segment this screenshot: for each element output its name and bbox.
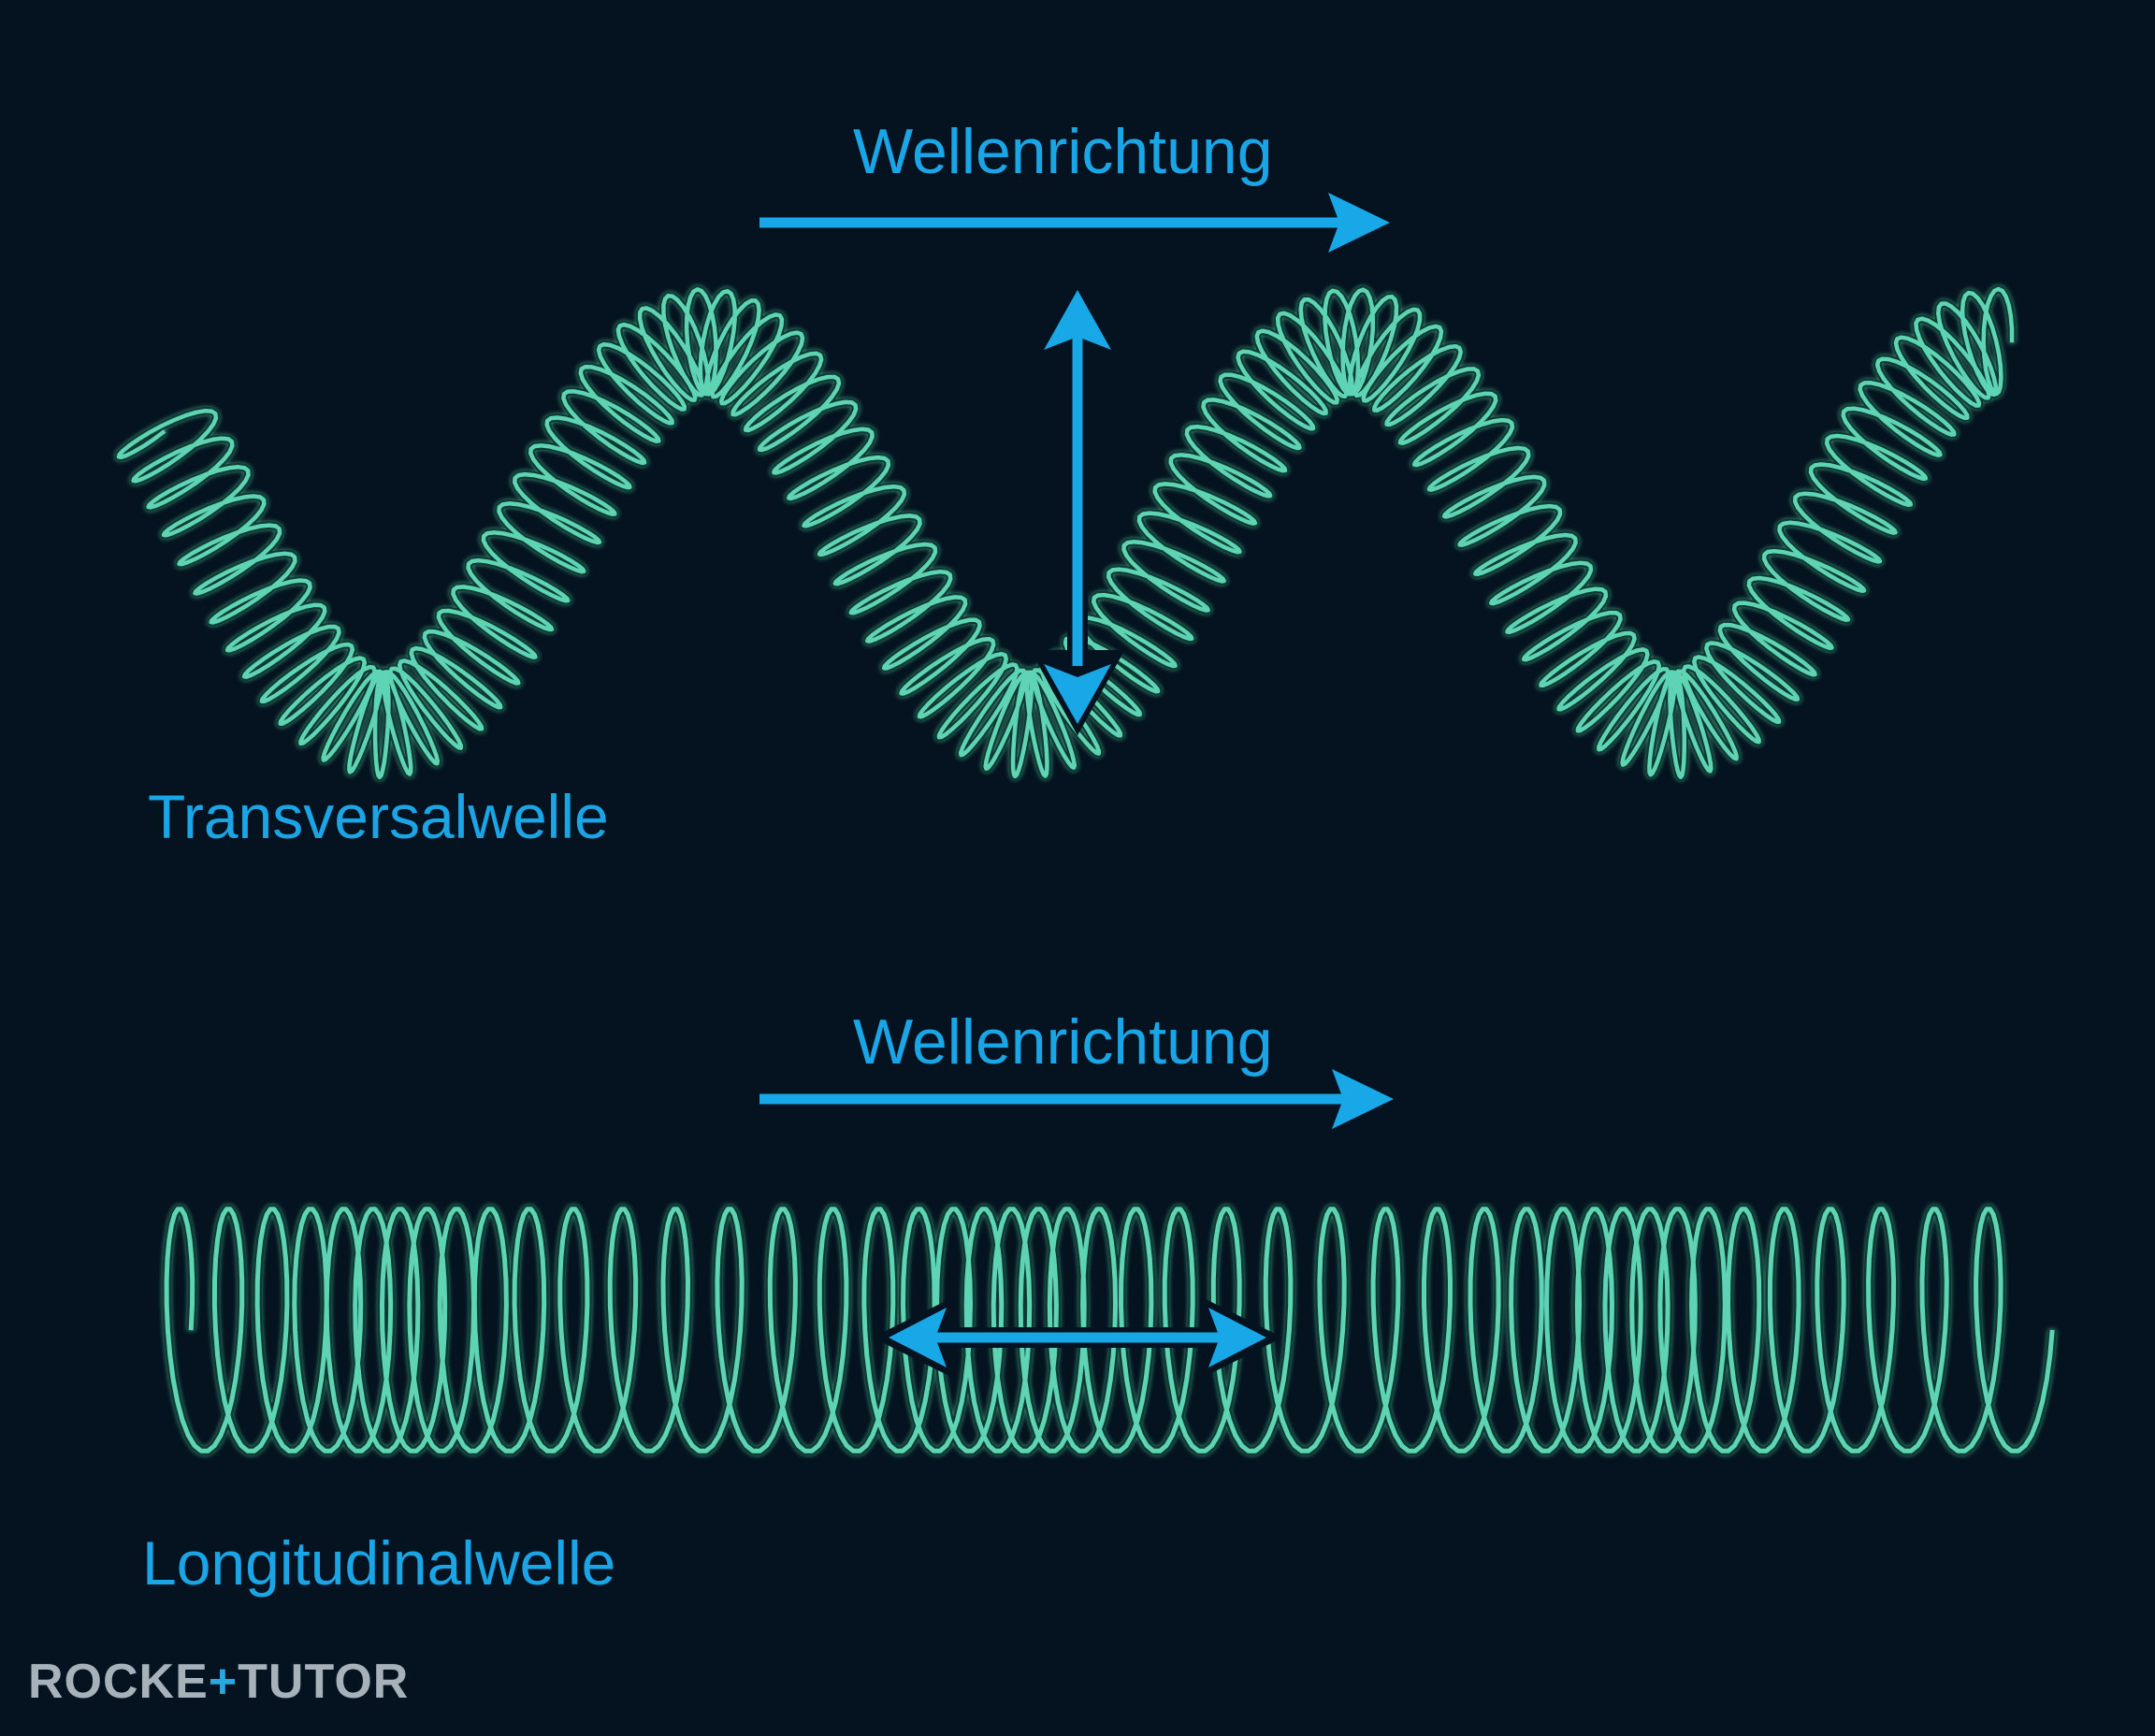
rocket-tutor-logo: ROCKE+TUTOR xyxy=(28,1655,410,1709)
arrow-left-right-icon xyxy=(872,1295,1283,1380)
arrow-up-down-icon xyxy=(1030,274,1125,736)
arrow-right-icon xyxy=(759,193,1390,253)
transverse-direction-label: Wellenrichtung xyxy=(853,116,1273,187)
arrow-right-icon xyxy=(759,1069,1394,1129)
longitudinal-wave-label: Longitudinalwelle xyxy=(142,1528,616,1598)
transverse-wave-label: Transversalwelle xyxy=(148,782,609,851)
longitudinal-direction-label: Wellenrichtung xyxy=(853,1006,1273,1078)
